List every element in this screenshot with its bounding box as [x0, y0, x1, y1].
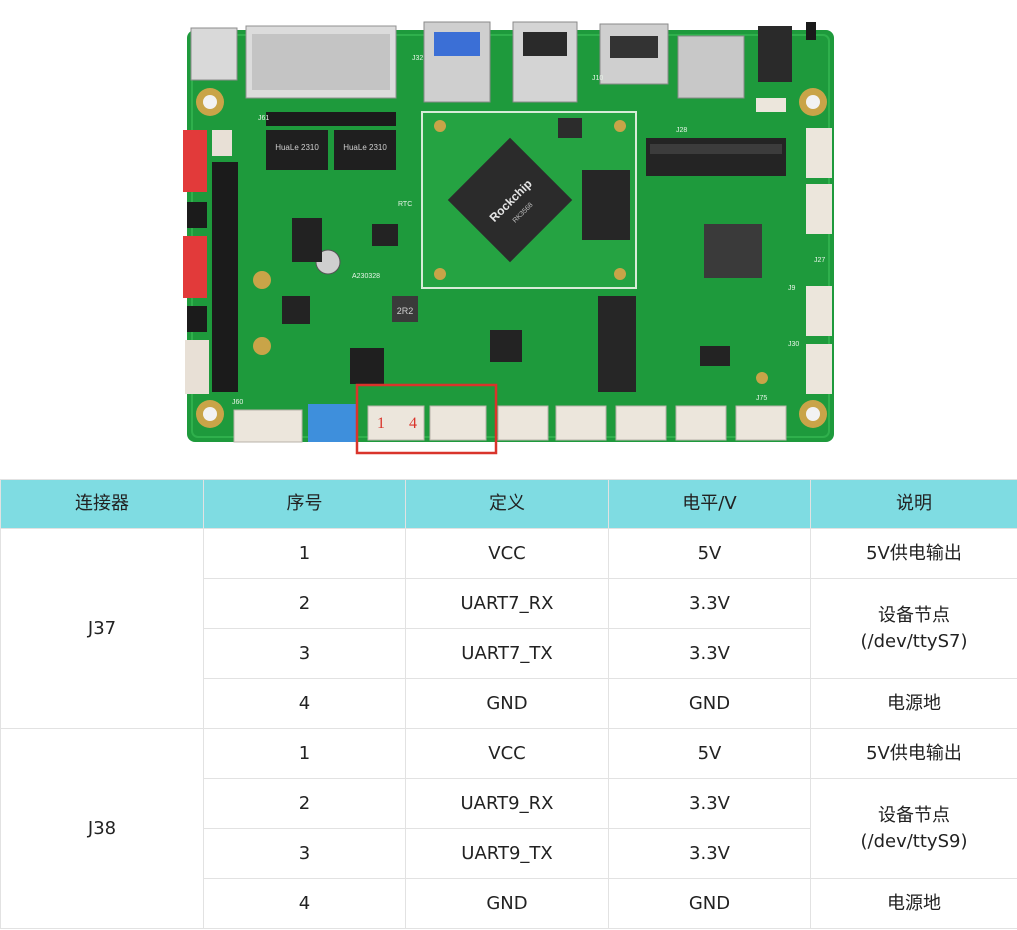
pin-number: 1: [203, 728, 406, 779]
svg-text:J75: J75: [756, 395, 767, 402]
device-node: (/dev/ttyS7): [860, 630, 968, 652]
lan-transformer-b: [334, 130, 396, 170]
pin-definition: UART7_TX: [405, 628, 609, 679]
board-photo: HuaLe 2310 HuaLe 2310 Rockchip RK3568 2R…: [183, 21, 834, 455]
pin-level: GND: [608, 878, 811, 929]
svg-text:J61: J61: [258, 115, 269, 122]
svg-text:2R2: 2R2: [397, 306, 414, 316]
svg-text:A230328: A230328: [352, 273, 380, 280]
blue-connector: [308, 404, 356, 442]
rockchip-soc: Rockchip RK3568: [447, 137, 573, 263]
pin-level: 5V: [608, 528, 811, 579]
pin-level: 3.3V: [608, 578, 811, 629]
pin-description: 电源地: [810, 678, 1017, 729]
ram-chip: [582, 170, 630, 240]
header-connector: 连接器: [0, 479, 204, 529]
lan-transformer-a: [266, 130, 328, 170]
pin-description: 5V供电输出: [810, 728, 1017, 779]
pin-number: 1: [203, 528, 406, 579]
wifi-module: [704, 224, 762, 278]
pin-definition: UART9_TX: [405, 828, 609, 879]
svg-text:J27: J27: [814, 257, 825, 264]
pin-number: 4: [203, 678, 406, 729]
gpio-header: [212, 162, 238, 392]
pin-level: 3.3V: [608, 778, 811, 829]
svg-text:J30: J30: [788, 341, 799, 348]
pin-definition: VCC: [405, 528, 609, 579]
pin-1-label: 1: [377, 415, 385, 432]
pin-number: 2: [203, 778, 406, 829]
pin-definition-table: 连接器 序号 定义 电平/V 说明 J37 1 VCC 5V 5V供电输出 2 …: [0, 479, 1017, 929]
svg-text:HuaLe 2310: HuaLe 2310: [275, 143, 319, 152]
header-description: 说明: [810, 479, 1017, 529]
left-red-connector-a: [183, 130, 207, 192]
pin-definition: GND: [405, 878, 609, 929]
highlight-box: [355, 383, 498, 455]
pin-definition: UART9_RX: [405, 778, 609, 829]
table-row: 4 GND GND 电源地: [1, 678, 1017, 729]
pin-description: 设备节点 (/dev/ttyS9): [810, 778, 1017, 879]
mounting-holes: [196, 88, 827, 428]
pin-level: 3.3V: [608, 828, 811, 879]
pin-definition: VCC: [405, 728, 609, 779]
header-number: 序号: [203, 479, 406, 529]
connector-cell: J37: [0, 528, 204, 729]
svg-text:J32: J32: [412, 55, 423, 62]
table-row: 2 UART9_RX 3.3V 设备节点 (/dev/ttyS9): [1, 778, 1017, 879]
pin-definition: UART7_RX: [405, 578, 609, 629]
j38-connector: [429, 405, 487, 441]
right-connectors: [756, 98, 832, 394]
device-node: (/dev/ttyS9): [860, 830, 968, 852]
left-red-connector-b: [183, 236, 207, 298]
pin-level: 3.3V: [608, 628, 811, 679]
j37-connector: [367, 405, 425, 441]
svg-text:J10: J10: [592, 75, 603, 82]
pin-description: 设备节点 (/dev/ttyS7): [810, 578, 1017, 679]
svg-text:J9: J9: [788, 285, 796, 292]
header-definition: 定义: [405, 479, 609, 529]
pin-definition: GND: [405, 678, 609, 729]
mini-pcie-slot: [598, 296, 636, 392]
table-row: 3 UART9_TX 3.3V: [1, 828, 1017, 879]
table-row: J38 1 VCC 5V 5V供电输出: [0, 728, 1017, 929]
table-header-row: 连接器 序号 定义 电平/V 说明: [0, 479, 1017, 529]
audio-jack: [758, 26, 792, 82]
pin-number: 4: [203, 878, 406, 929]
header-level: 电平/V: [608, 479, 811, 529]
table-row: 4 GND GND 电源地: [1, 878, 1017, 929]
pin-level: GND: [608, 678, 811, 729]
svg-text:RTC: RTC: [398, 201, 412, 208]
svg-text:J60: J60: [232, 399, 243, 406]
pin-number: 3: [203, 828, 406, 879]
m2-slot: [646, 138, 786, 176]
table-row: J37 1 VCC 5V 5V供电输出: [0, 528, 1017, 729]
svg-text:J28: J28: [676, 127, 687, 134]
svg-text:HuaLe 2310: HuaLe 2310: [343, 143, 387, 152]
connector-cell: J38: [0, 728, 204, 929]
pin-description: 5V供电输出: [810, 528, 1017, 579]
pin-number: 3: [203, 628, 406, 679]
description-line: 设备节点: [878, 605, 950, 627]
silkscreen-labels: J61 J32 J10 J28 J27 J9 J30 J75 J60 RTC A…: [232, 55, 825, 406]
sd-slot: [677, 35, 745, 99]
pin-level: 5V: [608, 728, 811, 779]
bottom-connectors: [233, 404, 787, 443]
pin-description: 电源地: [810, 878, 1017, 929]
description-line: 设备节点: [878, 805, 950, 827]
pin-4-label: 4: [409, 415, 417, 432]
pin-number: 2: [203, 578, 406, 629]
table-row: 3 UART7_TX 3.3V: [1, 628, 1017, 679]
dc-jack: [190, 27, 238, 81]
